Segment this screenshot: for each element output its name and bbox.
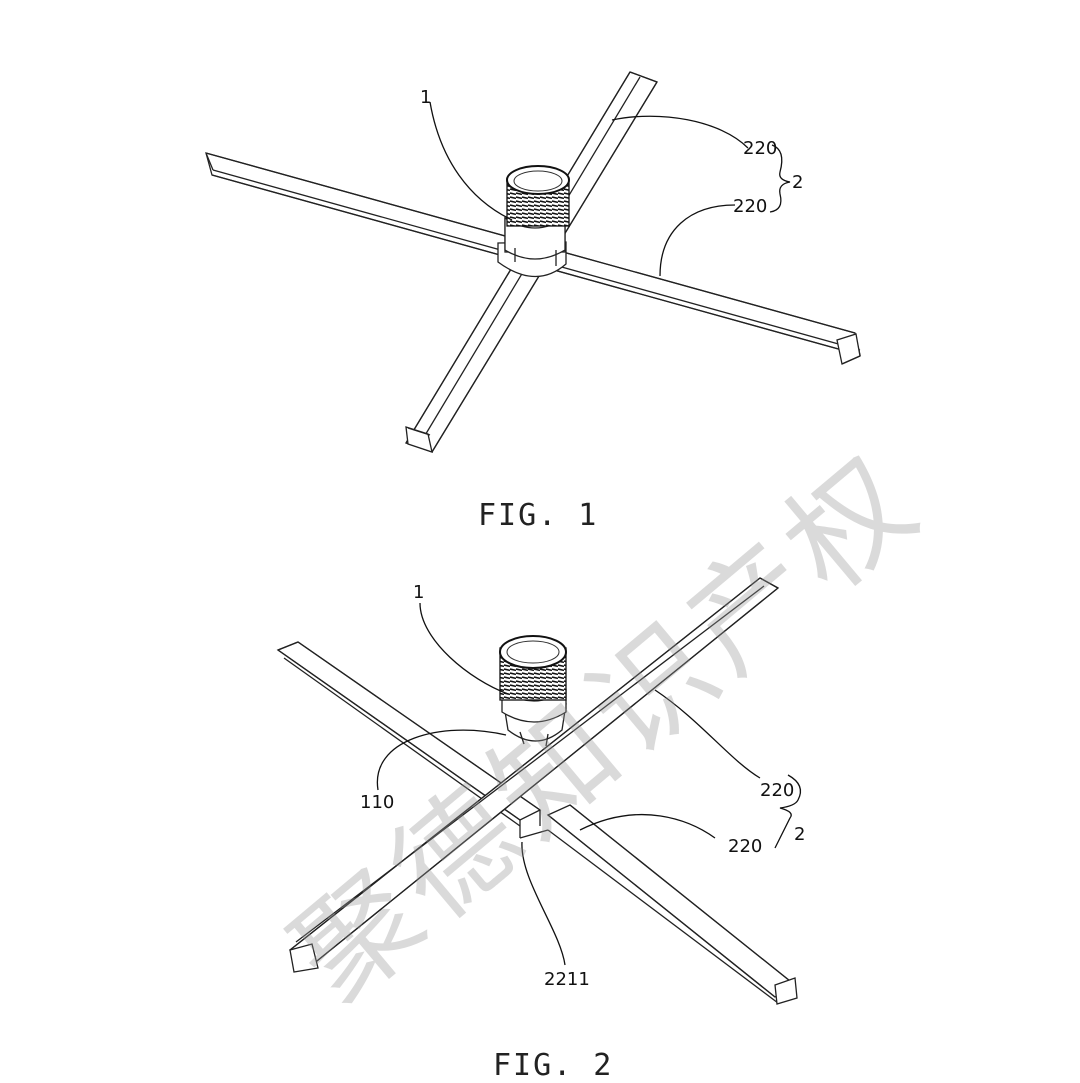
fig2-label-tube-b: 220 bbox=[728, 836, 762, 857]
fig2-caption: FIG. 2 bbox=[493, 1048, 614, 1083]
fig2-label-notch: 110 bbox=[360, 792, 394, 813]
fig1-connector bbox=[497, 165, 570, 278]
fig2-connector bbox=[499, 635, 567, 747]
fig2-tube-lower bbox=[276, 641, 798, 1005]
fig2-label-assembly: 2 bbox=[794, 824, 805, 845]
fig1-caption: FIG. 1 bbox=[478, 498, 599, 533]
fig2-label-slot: 2211 bbox=[544, 969, 590, 990]
figure-2 bbox=[276, 577, 802, 1005]
fig2-label-tube-a: 220 bbox=[760, 780, 794, 801]
fig1-label-connector: 1 bbox=[420, 87, 431, 108]
fig2-leaders bbox=[376, 602, 802, 966]
fig1-leaders bbox=[429, 101, 791, 277]
fig2-tube-upper bbox=[288, 577, 780, 973]
fig1-label-assembly: 2 bbox=[792, 172, 803, 193]
fig1-label-tube-a: 220 bbox=[743, 138, 777, 159]
figure-1 bbox=[205, 71, 861, 453]
fig1-label-tube-b: 220 bbox=[733, 196, 767, 217]
fig2-label-connector: 1 bbox=[413, 582, 424, 603]
